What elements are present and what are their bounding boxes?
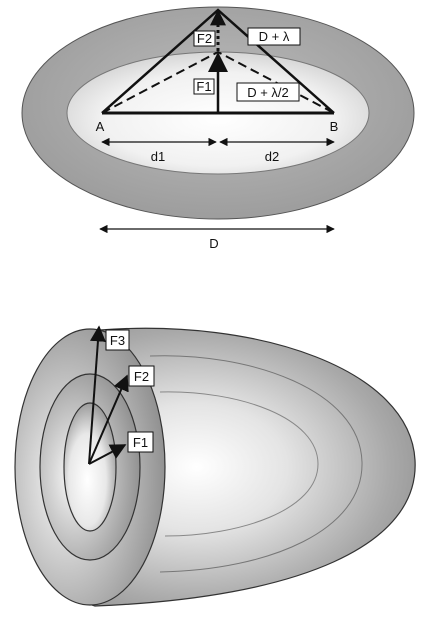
top-diagram: F2 F1 D + λ D + λ/2 A B d1 d2 D <box>21 6 415 251</box>
first-fresnel-zone-ring <box>63 402 117 532</box>
d2-label: d2 <box>265 149 279 164</box>
second-zone-path-label-box <box>247 27 301 46</box>
point-a-label: A <box>96 119 105 134</box>
f1-label-box <box>193 78 215 95</box>
d1-label: d1 <box>151 149 165 164</box>
f2-label-box-bottom <box>128 365 155 387</box>
second-zone-path-label: D + λ <box>259 29 290 44</box>
f2-zone-label: F2 <box>134 369 149 384</box>
f3-label-box <box>105 329 130 351</box>
f2-label-box <box>193 30 216 47</box>
f3-zone-label: F3 <box>110 333 125 348</box>
d-label: D <box>209 236 218 251</box>
zone-body-inner <box>159 391 319 537</box>
f2-radius-arrow-bottom <box>88 374 129 465</box>
f2-label: F2 <box>197 31 212 46</box>
f1-label: F1 <box>196 79 211 94</box>
f1-zone-label: F1 <box>133 435 148 450</box>
f1-label-box-bottom <box>127 431 154 453</box>
first-zone-path-label: D + λ/2 <box>247 85 289 100</box>
f1-radius-arrow-bottom <box>88 444 127 465</box>
bottom-diagram: F3 F2 F1 <box>14 325 416 607</box>
point-b-label: B <box>330 119 339 134</box>
f3-radius-arrow <box>88 325 106 465</box>
zone-body-middle <box>149 355 363 573</box>
first-zone-path-label-box <box>236 82 300 102</box>
